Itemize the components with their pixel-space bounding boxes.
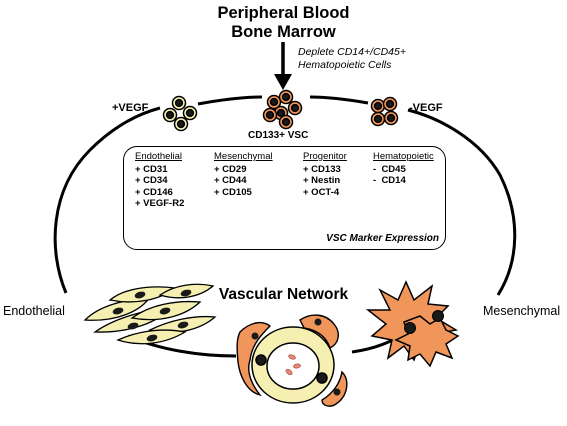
plus-vegf-label: +VEGF: [112, 102, 149, 114]
marker-panel-title: VSC Marker Expression: [326, 233, 439, 244]
depletion-note: Deplete CD14+/CD45+ Hematopoietic Cells: [298, 46, 406, 72]
marker-column-endothelial: Endothelial + CD31 + CD34 + CD146 + VEGF…: [135, 151, 184, 210]
marker-item: + CD34: [135, 175, 168, 186]
mesenchymal-outcome-label: Mesenchymal: [483, 304, 561, 318]
pericyte-nuclei: [251, 318, 341, 396]
marker-item: + OCT-4: [303, 186, 340, 198]
depletion-note-line-2: Hematopoietic Cells: [298, 59, 392, 71]
pericytes: [236, 314, 348, 407]
endothelial-outcome-label: Endothelial: [3, 304, 65, 318]
marker-heading: Mesenchymal: [214, 151, 273, 162]
marker-column-hematopoietic: Hematopoietic - CD45 - CD14: [373, 151, 434, 187]
marker-item: + CD31: [135, 163, 168, 175]
marker-item: + CD133: [303, 163, 341, 175]
marker-item: + VEGF-R2: [135, 198, 185, 209]
marker-column-progenitor: Progenitor + CD133 + Nestin + OCT-4: [303, 151, 347, 198]
marker-heading: Hematopoietic: [373, 151, 434, 162]
marker-panel: [123, 146, 446, 250]
depletion-arrow: [274, 42, 292, 90]
source-line-2: Bone Marrow: [231, 23, 336, 41]
mesenchymal-nuclei: [404, 310, 444, 334]
depletion-note-line-1: Deplete CD14+/CD45+: [298, 46, 406, 58]
marker-item: + CD146: [135, 186, 173, 198]
marker-item: + CD29: [214, 163, 247, 175]
vascular-lumen: [251, 326, 335, 404]
marker-item: - CD14: [373, 175, 406, 186]
vegf-minus-cell-cluster: [370, 96, 399, 127]
marker-item: - CD45: [373, 163, 406, 175]
marker-heading: Progenitor: [303, 151, 347, 162]
vegf-plus-cell-cluster: [162, 95, 198, 132]
vsc-cell-cluster: [262, 89, 303, 130]
marker-item: + CD44: [214, 175, 247, 186]
marker-column-mesenchymal: Mesenchymal + CD29 + CD44 + CD105: [214, 151, 273, 198]
vascular-network-label: Vascular Network: [218, 286, 349, 303]
minus-vegf-label: -VEGF: [409, 102, 443, 114]
endothelial-nuclei: [112, 289, 192, 342]
red-blood-cells: [285, 354, 301, 375]
marker-item: + Nestin: [303, 175, 341, 186]
marker-item: + CD105: [214, 186, 252, 198]
vsc-label: CD133+ VSC: [248, 130, 309, 141]
source-line-1: Peripheral Blood: [217, 4, 350, 22]
marker-heading: Endothelial: [135, 151, 183, 162]
